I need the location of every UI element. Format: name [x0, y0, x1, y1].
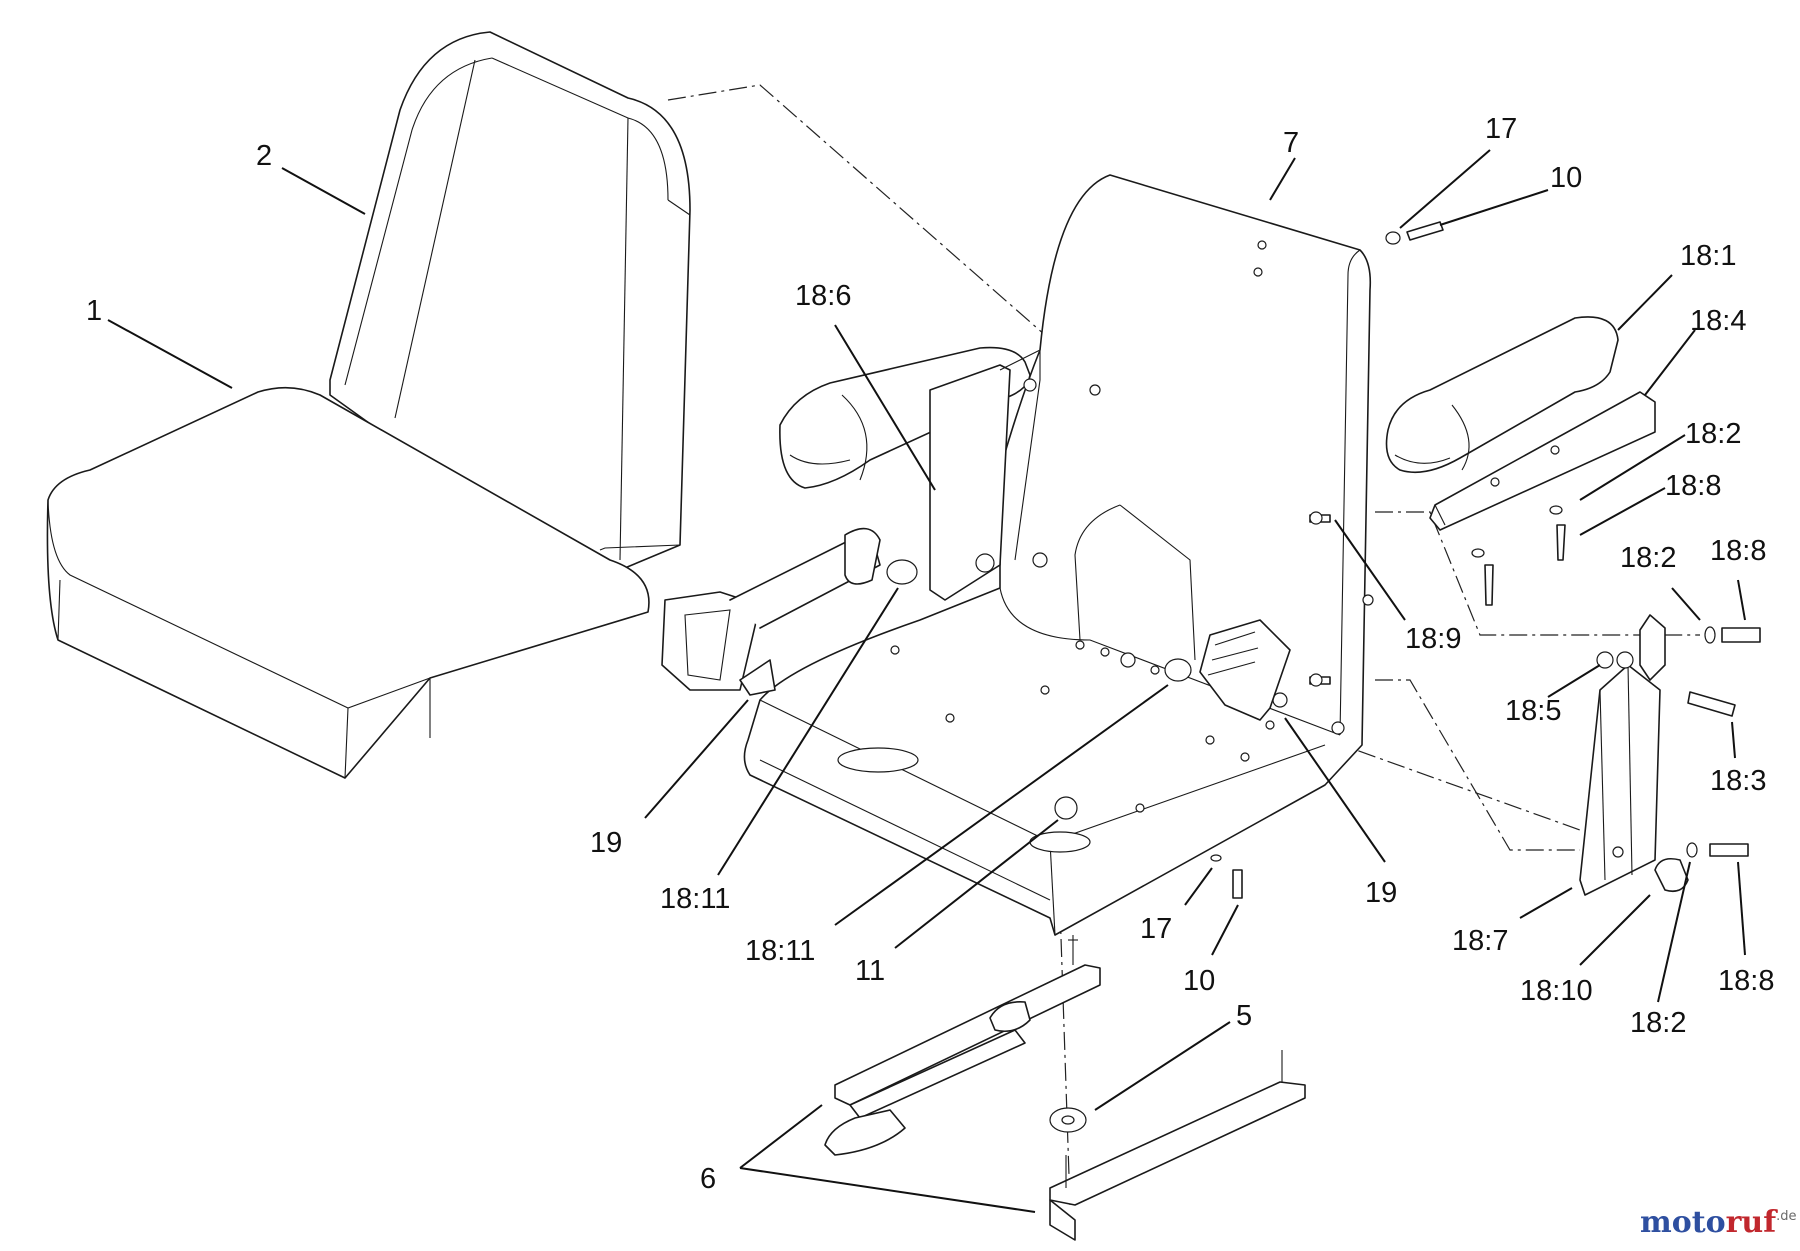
- callout-19-left: 19: [590, 827, 622, 859]
- leader-18-1: [1617, 274, 1673, 331]
- seat-bottom-cushion: [46, 386, 650, 779]
- hardware: [886, 221, 1761, 899]
- leader-6-a: [739, 1104, 823, 1169]
- callout-18-11-left: 18:11: [660, 883, 730, 915]
- callout-18-2-a: 18:2: [1685, 418, 1741, 450]
- leader-18-11-mid: [834, 684, 1169, 926]
- right-armrest: [1385, 316, 1619, 474]
- callout-18-9: 18:9: [1405, 623, 1461, 655]
- callout-17-low: 17: [1140, 913, 1172, 945]
- callout-7: 7: [1283, 127, 1299, 159]
- callout-18-4: 18:4: [1690, 305, 1746, 337]
- leader-2: [281, 167, 366, 215]
- leader-18-10: [1579, 894, 1651, 966]
- leader-18-6: [834, 324, 936, 491]
- leader-17-top: [1399, 149, 1491, 229]
- callout-18-7: 18:7: [1452, 925, 1508, 957]
- leader-18-8-c: [1737, 861, 1746, 956]
- callout-10-low: 10: [1183, 965, 1215, 997]
- leader-lines: [107, 149, 1746, 1213]
- leader-18-7: [1519, 887, 1573, 919]
- leader-18-2-a: [1579, 434, 1686, 501]
- callout-18-1: 18:1: [1680, 240, 1736, 272]
- callout-18-5: 18:5: [1505, 695, 1561, 727]
- seat-slide-lower: [1049, 1050, 1306, 1241]
- leader-1: [107, 319, 233, 389]
- spacer: [1049, 1107, 1087, 1133]
- seat-belt-tongue: [1199, 619, 1291, 721]
- leader-18-2-c: [1657, 861, 1691, 1003]
- callout-18-11-mid: 18:11: [745, 935, 815, 967]
- leader-19-right: [1284, 717, 1386, 863]
- armrest-bracket: [1429, 391, 1656, 531]
- seat-back-cushion: [329, 31, 691, 571]
- leader-18-3: [1731, 721, 1736, 759]
- callout-10-top: 10: [1550, 162, 1582, 194]
- seat-belt-buckle: [661, 527, 881, 696]
- leader-18-2-b: [1671, 587, 1701, 621]
- callout-11: 11: [855, 955, 885, 987]
- leader-18-9: [1334, 519, 1406, 621]
- seat-pan-frame: [743, 174, 1374, 936]
- callout-6: 6: [700, 1163, 716, 1195]
- leader-19-left: [644, 699, 749, 819]
- leader-18-8-a: [1579, 487, 1666, 536]
- leader-6-b: [739, 1167, 1036, 1213]
- leader-17-low: [1184, 867, 1213, 906]
- watermark-ruf: ruf: [1726, 1205, 1779, 1240]
- callout-2: 2: [256, 140, 272, 172]
- callout-18-8-c: 18:8: [1718, 965, 1774, 997]
- callout-19-right: 19: [1365, 877, 1397, 909]
- leader-7: [1269, 157, 1296, 201]
- leader-18-11-left: [717, 587, 899, 876]
- watermark-moto: moto: [1640, 1205, 1726, 1240]
- callout-5: 5: [1236, 1000, 1252, 1032]
- callout-1: 1: [86, 295, 102, 327]
- callout-labels: 1 2 7 17 10 18:1 18:4 18:2 18:8 18:6 18:…: [86, 113, 1774, 1195]
- leader-18-8-b: [1737, 579, 1746, 621]
- leader-10-top: [1439, 189, 1549, 226]
- callout-18-2-c: 18:2: [1630, 1007, 1686, 1039]
- callout-18-8-b: 18:8: [1710, 535, 1766, 567]
- leader-11: [894, 819, 1059, 949]
- leader-5: [1094, 1021, 1231, 1111]
- side-bracket: [1579, 651, 1661, 896]
- callout-17-top: 17: [1485, 113, 1517, 145]
- leader-18-4: [1644, 329, 1696, 396]
- left-armrest: [779, 346, 1041, 601]
- callout-18-3: 18:3: [1710, 765, 1766, 797]
- watermark-logo: motoruf.de: [1640, 1205, 1797, 1240]
- callout-18-8-a: 18:8: [1665, 470, 1721, 502]
- callout-18-6: 18:6: [795, 280, 851, 312]
- watermark-suffix: .de: [1776, 1209, 1796, 1224]
- leader-18-5: [1547, 664, 1601, 698]
- leader-10-low: [1211, 904, 1239, 956]
- seat-slide-upper: [824, 935, 1101, 1156]
- svg-text:motoruf.de: motoruf.de: [1640, 1205, 1797, 1240]
- callout-18-2-b: 18:2: [1620, 542, 1676, 574]
- callout-18-10: 18:10: [1520, 975, 1593, 1007]
- side-pivot-bracket: [1639, 614, 1666, 681]
